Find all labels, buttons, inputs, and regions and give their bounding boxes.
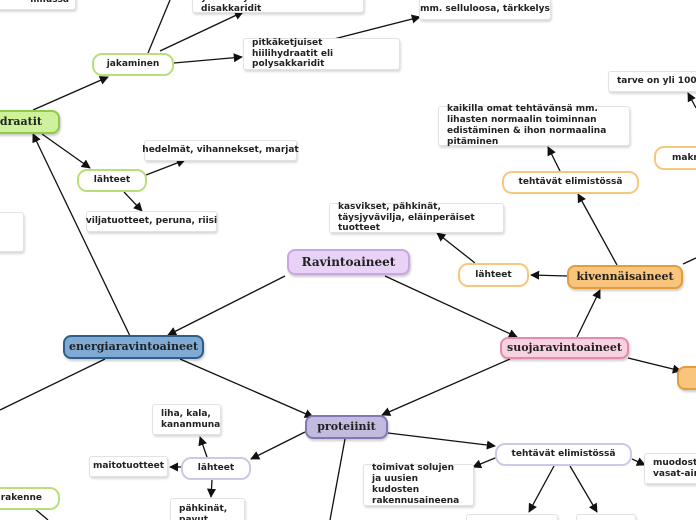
link-pteht-bottom2	[569, 465, 598, 513]
kaikilla-node[interactable]: kaikilla omat tehtävänsä mm. lihasten no…	[438, 104, 630, 147]
link-kivlahteet-kasvikset	[436, 232, 476, 264]
yhdistetyt-label: yhdistetyt sokerit eli disakkaridit	[201, 0, 307, 14]
kasvikset-label: kasvikset, pähkinät, täysjyvävilja, eläi…	[338, 201, 475, 234]
link-kiv-lahteet	[530, 270, 568, 280]
link-offscreen-tarve	[687, 92, 696, 109]
toimivat-node[interactable]: toimivat solujen ja uusien kudosten rake…	[363, 463, 474, 506]
kiv-lahteet-label: lähteet	[475, 269, 512, 280]
jakaminen-label: jakaminen	[106, 59, 160, 70]
kiv-lahteet-node[interactable]: lähteet	[458, 263, 529, 287]
hh-lahteet-node[interactable]: lähteet	[77, 169, 147, 192]
link-pteht-bottom1	[528, 465, 555, 513]
muodosta-partial-node[interactable]: muodosta vasat-aine	[644, 453, 696, 484]
makro-partial-node[interactable]: makr	[654, 146, 696, 170]
link-prot-tehtavat	[387, 432, 496, 450]
selluloosa-node[interactable]: mm. selluloosa, tärkkelys	[419, 0, 551, 20]
maitotuotteet-label: maitotuotteet	[92, 461, 165, 472]
prot-lahteet-node[interactable]: lähteet	[181, 457, 251, 480]
link-kiv-tehtavat	[577, 193, 618, 266]
hedelmat-label: hedelmät, vihannekset, marjat	[142, 145, 299, 156]
energiaravintoaineet-node[interactable]: energiaravintoaineet	[63, 335, 204, 359]
link-jakaminen-yhdistetyt	[159, 11, 244, 52]
hh-lahteet-label: lähteet	[93, 175, 131, 186]
link-hh-jakaminen	[32, 76, 109, 111]
link-suoja-proteiinit	[381, 358, 511, 416]
offscreen-orange-node[interactable]	[677, 366, 696, 390]
toimivat-label: toimivat solujen ja uusien kudosten rake…	[372, 463, 460, 506]
top-left-partial-label: ilmussa	[30, 0, 69, 5]
kiv-tehtavat-node[interactable]: tehtävät elimistössä	[502, 171, 639, 194]
prot-lahteet-label: lähteet	[197, 463, 235, 474]
link-hh-lahteet	[41, 133, 91, 169]
kasvikset-node[interactable]: kasvikset, pähkinät, täysjyvävilja, eläi…	[329, 201, 504, 234]
viljatuotteet-label: viljatuotteet, peruna, riisi	[85, 216, 218, 227]
link-energia-offscreen	[0, 358, 106, 411]
link-kiv-offscreen	[682, 257, 696, 265]
link-suoja-offscreen	[627, 357, 682, 374]
root-label: Ravintoaineet	[301, 254, 396, 269]
liha-label: liha, kala, kananmuna	[161, 408, 221, 430]
link-suoja-kivennais	[576, 289, 601, 338]
link-pitka-selluloosa	[329, 14, 421, 41]
pahkinat-partial-node[interactable]: pähkinät, pavut	[170, 498, 245, 520]
liha-node[interactable]: liha, kala, kananmuna	[152, 404, 221, 435]
proteiinit-label: proteiinit	[317, 420, 376, 434]
link-prot-lahteet	[250, 431, 306, 460]
rakenne-partial-node[interactable]: rakenne	[0, 487, 60, 510]
kivennaisaineet-node[interactable]: kivennäisaineet	[567, 265, 683, 289]
link-plahteet-pahkinat	[206, 479, 217, 498]
selluloosa-label: mm. selluloosa, tärkkelys	[420, 3, 550, 14]
pitkaketjuiset-node[interactable]: pitkäketjuiset hiilihydraatit eli polysa…	[243, 38, 400, 70]
maitotuotteet-node[interactable]: maitotuotteet	[89, 456, 168, 477]
jakaminen-node[interactable]: jakaminen	[92, 53, 174, 76]
left-partial-node[interactable]	[0, 212, 24, 252]
link-prot-offscreen	[329, 438, 346, 520]
makro-partial-label: makr	[672, 152, 696, 163]
link-jakaminen-offscreen	[147, 0, 171, 54]
bottom-partial-node-1[interactable]	[466, 514, 558, 520]
link-jakaminen-pitkaketjuiset	[173, 53, 243, 64]
link-energia-hiilihydraatit	[32, 133, 131, 337]
hiilihydraatit-node[interactable]: ydraatit	[0, 110, 60, 134]
link-lahteet-vilja	[123, 191, 143, 212]
yhdistetyt-node[interactable]: yhdistetyt sokerit eli disakkaridit	[192, 0, 364, 14]
link-rakenne-offscreen	[34, 508, 49, 520]
kaikilla-label: kaikilla omat tehtävänsä mm. lihasten no…	[447, 104, 607, 147]
proteiinit-node[interactable]: proteiinit	[305, 415, 388, 439]
link-root-suoja	[384, 275, 518, 338]
suojaravintoaineet-label: suojaravintoaineet	[507, 341, 622, 355]
suojaravintoaineet-node[interactable]: suojaravintoaineet	[500, 337, 629, 359]
hiilihydraatit-label: ydraatit	[0, 115, 42, 129]
muodosta-partial-label: muodosta vasat-aine	[653, 457, 696, 479]
link-lahteet-hedelmat	[145, 158, 186, 176]
kiv-tehtavat-label: tehtävät elimistössä	[518, 177, 623, 188]
link-root-energia	[167, 275, 286, 336]
link-plahteet-liha	[198, 436, 208, 458]
rakenne-partial-label: rakenne	[0, 493, 42, 504]
link-energia-proteiinit	[179, 358, 314, 418]
energiaravintoaineet-label: energiaravintoaineet	[68, 340, 199, 354]
prot-tehtavat-node[interactable]: tehtävät elimistössä	[495, 443, 632, 466]
pitkaketjuiset-label: pitkäketjuiset hiilihydraatit eli polysa…	[252, 37, 334, 70]
kivennaisaineet-label: kivennäisaineet	[576, 270, 674, 284]
link-pteht-muodosta	[631, 457, 646, 466]
bottom-partial-node-2[interactable]	[576, 514, 636, 520]
prot-tehtavat-label: tehtävät elimistössä	[511, 449, 616, 460]
pahkinat-partial-label: pähkinät, pavut	[179, 504, 228, 520]
link-kivteht-kaikilla	[547, 146, 561, 172]
root-node[interactable]: Ravintoaineet	[287, 249, 410, 275]
viljatuotteet-node[interactable]: viljatuotteet, peruna, riisi	[86, 211, 217, 232]
top-left-partial-node[interactable]: ilmussa	[0, 0, 76, 10]
hedelmat-node[interactable]: hedelmät, vihannekset, marjat	[142, 140, 299, 161]
